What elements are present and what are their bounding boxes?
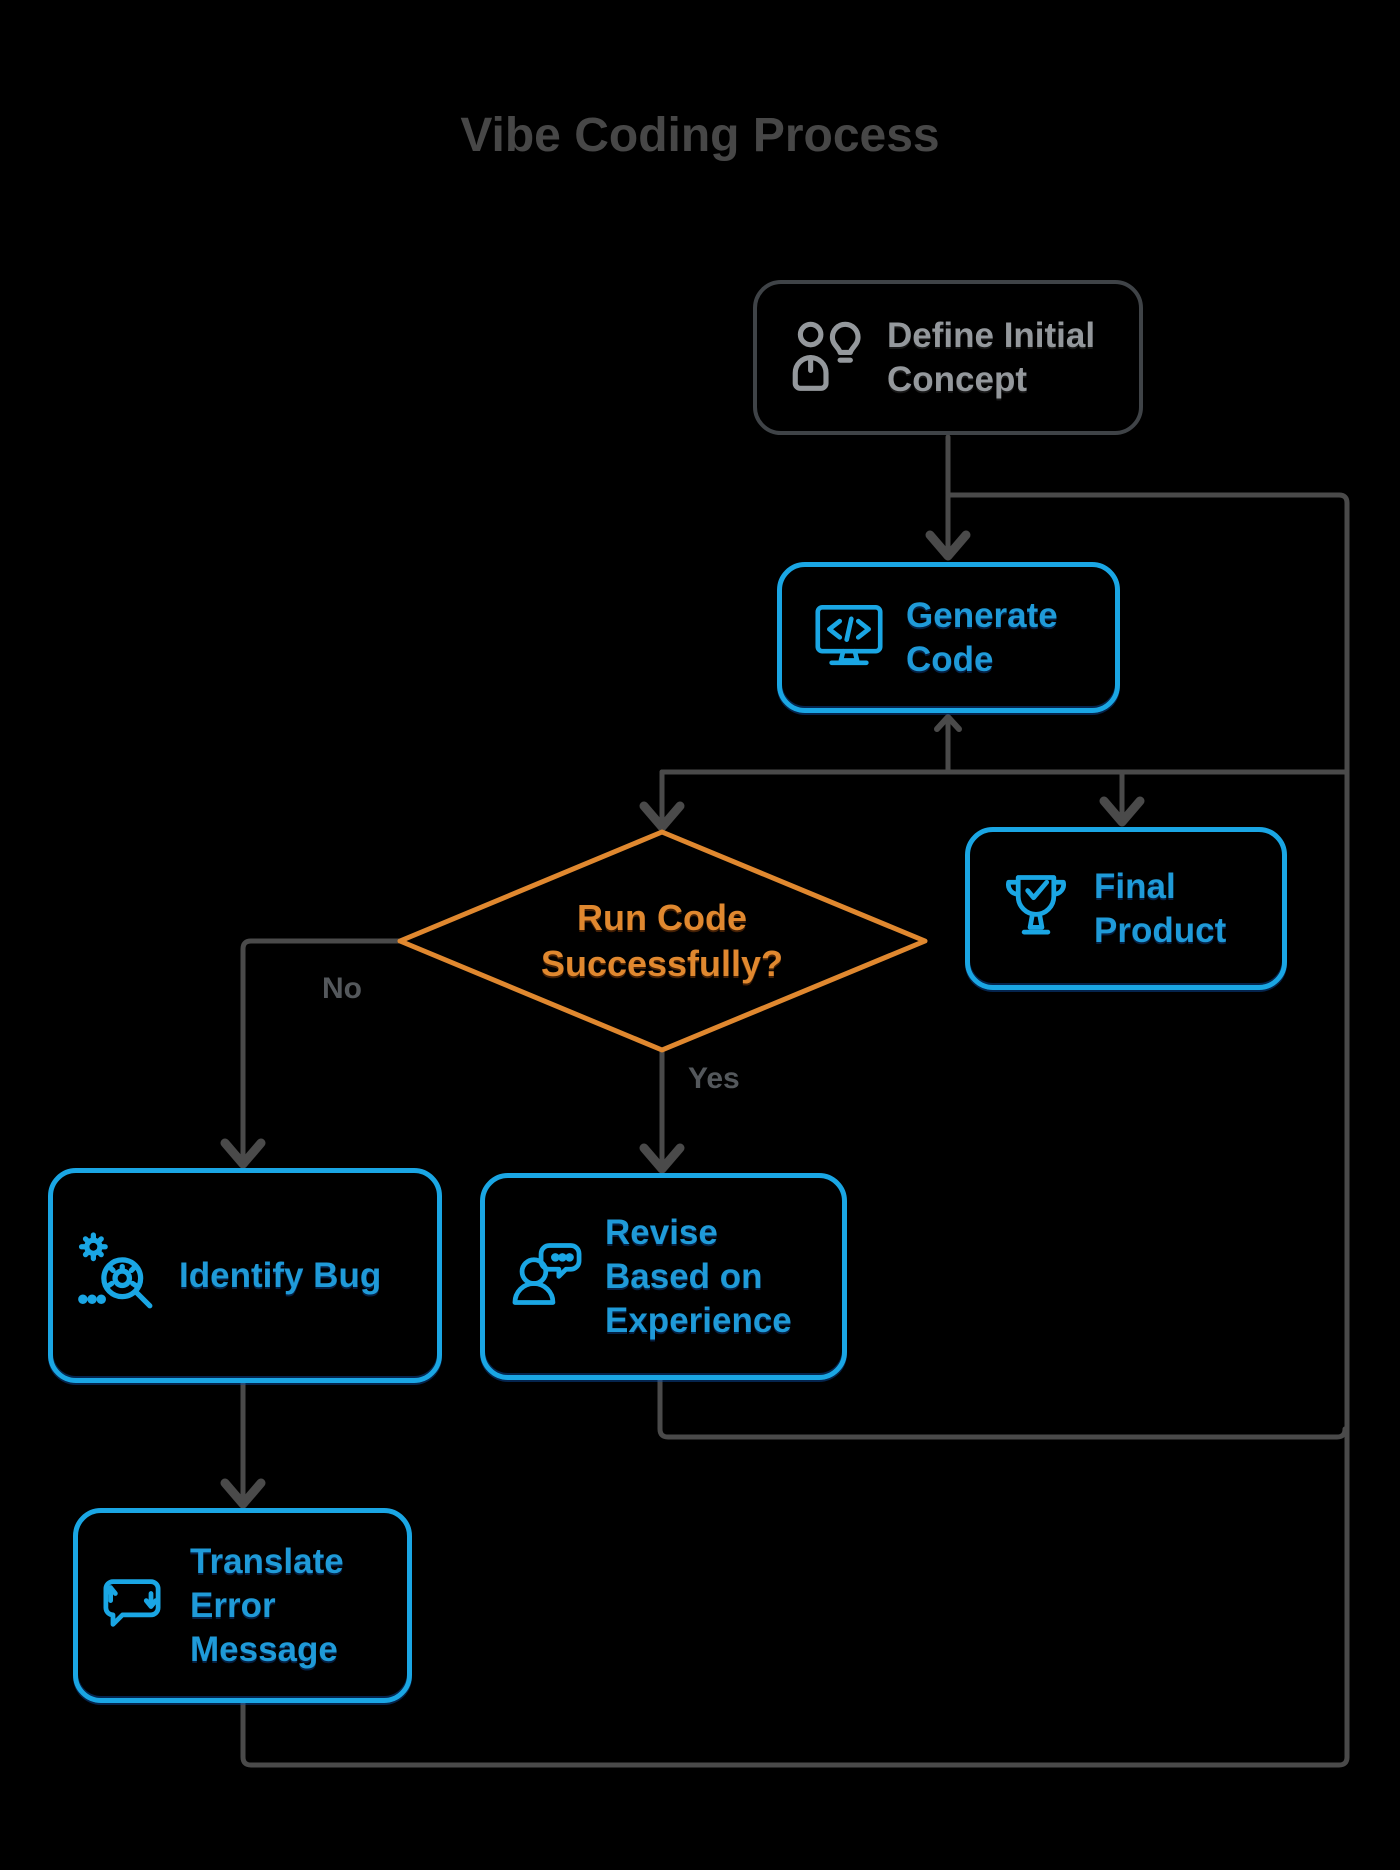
node-label-line: Define Initial — [887, 315, 1096, 355]
node-define-initial-concept: Define Initial Concept — [753, 280, 1143, 435]
connector-arrowheads — [220, 530, 1145, 1509]
node-label-line: Error — [190, 1585, 276, 1625]
edge-feedback-top-branch — [945, 492, 1350, 1760]
node-label-line: Code — [906, 639, 994, 679]
node-label-line: Product — [1094, 910, 1227, 950]
node-label-line: Message — [190, 1629, 338, 1669]
node-label-line: Translate — [190, 1541, 344, 1581]
node-label-line: Successfully? — [540, 943, 784, 984]
node-generate-code: Generate Code — [777, 562, 1120, 713]
diagram-title: Vibe Coding Process — [460, 109, 940, 162]
node-identify-bug: Identify Bug — [48, 1168, 442, 1383]
node-label: Revise Based on Experience — [605, 1211, 792, 1343]
node-label: Generate Code — [906, 594, 1058, 682]
arrowhead-into-translate — [220, 1478, 266, 1509]
node-label-line: Generate — [906, 595, 1058, 635]
edge-revise-loop — [657, 1377, 1348, 1440]
node-label-line: Experience — [605, 1300, 792, 1340]
node-label-line: Final — [1094, 866, 1176, 906]
node-label: Identify Bug — [179, 1254, 381, 1298]
bug-magnifier-icon — [75, 1231, 159, 1320]
arrowhead-into-generate-top — [925, 530, 971, 561]
person-lightbulb-icon — [785, 314, 867, 401]
node-label-line: Concept — [887, 359, 1027, 399]
translate-bubble-icon — [94, 1565, 170, 1646]
arrowhead-into-generate-bottom — [934, 714, 962, 732]
trophy-check-icon — [998, 868, 1074, 949]
decision-diamond — [397, 829, 928, 1053]
code-monitor-icon — [812, 598, 886, 677]
node-label-line: Revise — [605, 1212, 718, 1252]
node-label-line: Based on — [605, 1256, 763, 1296]
node-label-line: Identify Bug — [179, 1255, 382, 1295]
arrowhead-into-decision — [639, 801, 685, 832]
edge-translate-loop — [240, 1700, 1350, 1768]
person-chat-icon — [509, 1236, 585, 1317]
node-final-product: Final Product — [965, 827, 1287, 990]
node-revise-based-on-experience: Revise Based on Experience — [480, 1173, 847, 1380]
connector-edges — [240, 434, 1350, 1768]
node-translate-error-message: Translate Error Message — [73, 1508, 412, 1703]
arrowhead-into-final — [1099, 796, 1145, 827]
node-decision-label: Run Code Successfully? — [452, 895, 872, 987]
node-label: Final Product — [1094, 865, 1226, 953]
arrowhead-into-identify — [220, 1138, 266, 1169]
arrowhead-into-revise — [639, 1143, 685, 1174]
edge-no-branch — [240, 938, 403, 1161]
edge-label-no: No — [322, 972, 362, 1005]
node-label: Translate Error Message — [190, 1540, 344, 1672]
edge-label-yes: Yes — [688, 1062, 740, 1095]
node-label: Define Initial Concept — [887, 314, 1095, 402]
node-label-line: Run Code — [577, 897, 747, 938]
